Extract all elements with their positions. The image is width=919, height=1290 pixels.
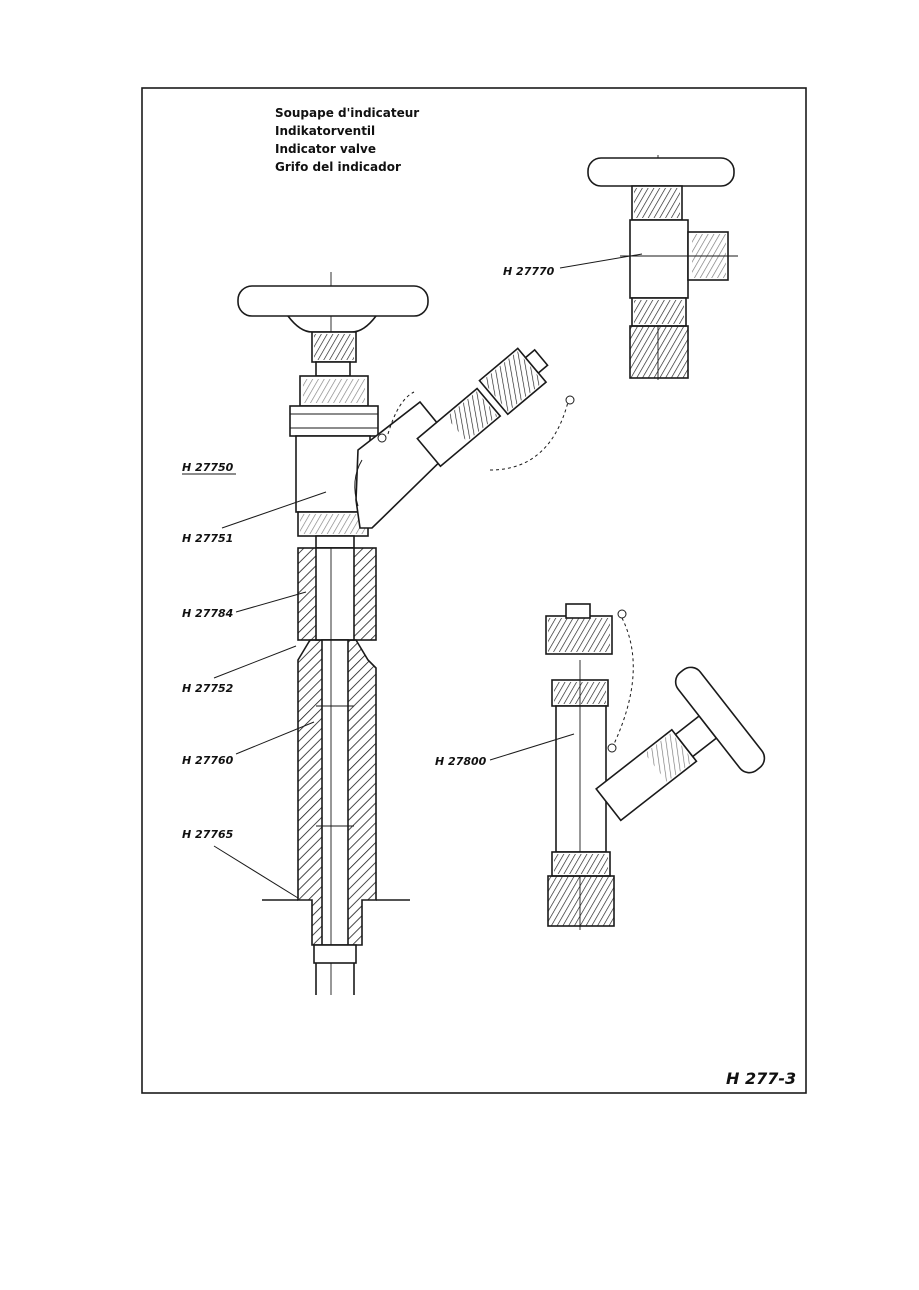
label-alt-valve: H 27800 <box>435 755 487 768</box>
label-adapter: H 27752 <box>182 682 234 695</box>
angle-valve-body <box>629 219 689 299</box>
outlet-cap <box>478 347 549 416</box>
handwheel <box>237 285 429 317</box>
alt-valve-detail <box>545 603 766 930</box>
title-block: Soupape d'indicateur Indikatorventil Ind… <box>275 106 419 174</box>
main-valve-assembly <box>237 272 575 995</box>
label-assembly: H 27750 <box>182 461 234 474</box>
angle-valve-detail <box>587 155 738 380</box>
label-angle-valve: H 27770 <box>503 265 555 278</box>
title-spanish: Grifo del indicador <box>275 160 401 174</box>
angle-valve-handwheel <box>587 157 735 187</box>
drawing-frame <box>141 87 807 1094</box>
title-german: Indikatorventil <box>275 124 375 138</box>
part-labels: H 27750 H 27751 H 27784 H 27752 H 27760 … <box>182 253 643 899</box>
label-extension: H 27760 <box>182 754 234 767</box>
valve-body-collar <box>289 405 379 437</box>
alt-valve-body <box>555 705 607 853</box>
title-english: Indicator valve <box>275 142 376 156</box>
label-valve-body: H 27751 <box>182 532 233 545</box>
label-nut: H 27784 <box>182 607 233 620</box>
title-french: Soupape d'indicateur <box>275 106 419 120</box>
label-gasket: H 27765 <box>182 828 234 841</box>
alt-valve-handwheel <box>674 666 766 774</box>
sheet-number: H 277-3 <box>726 1069 796 1088</box>
